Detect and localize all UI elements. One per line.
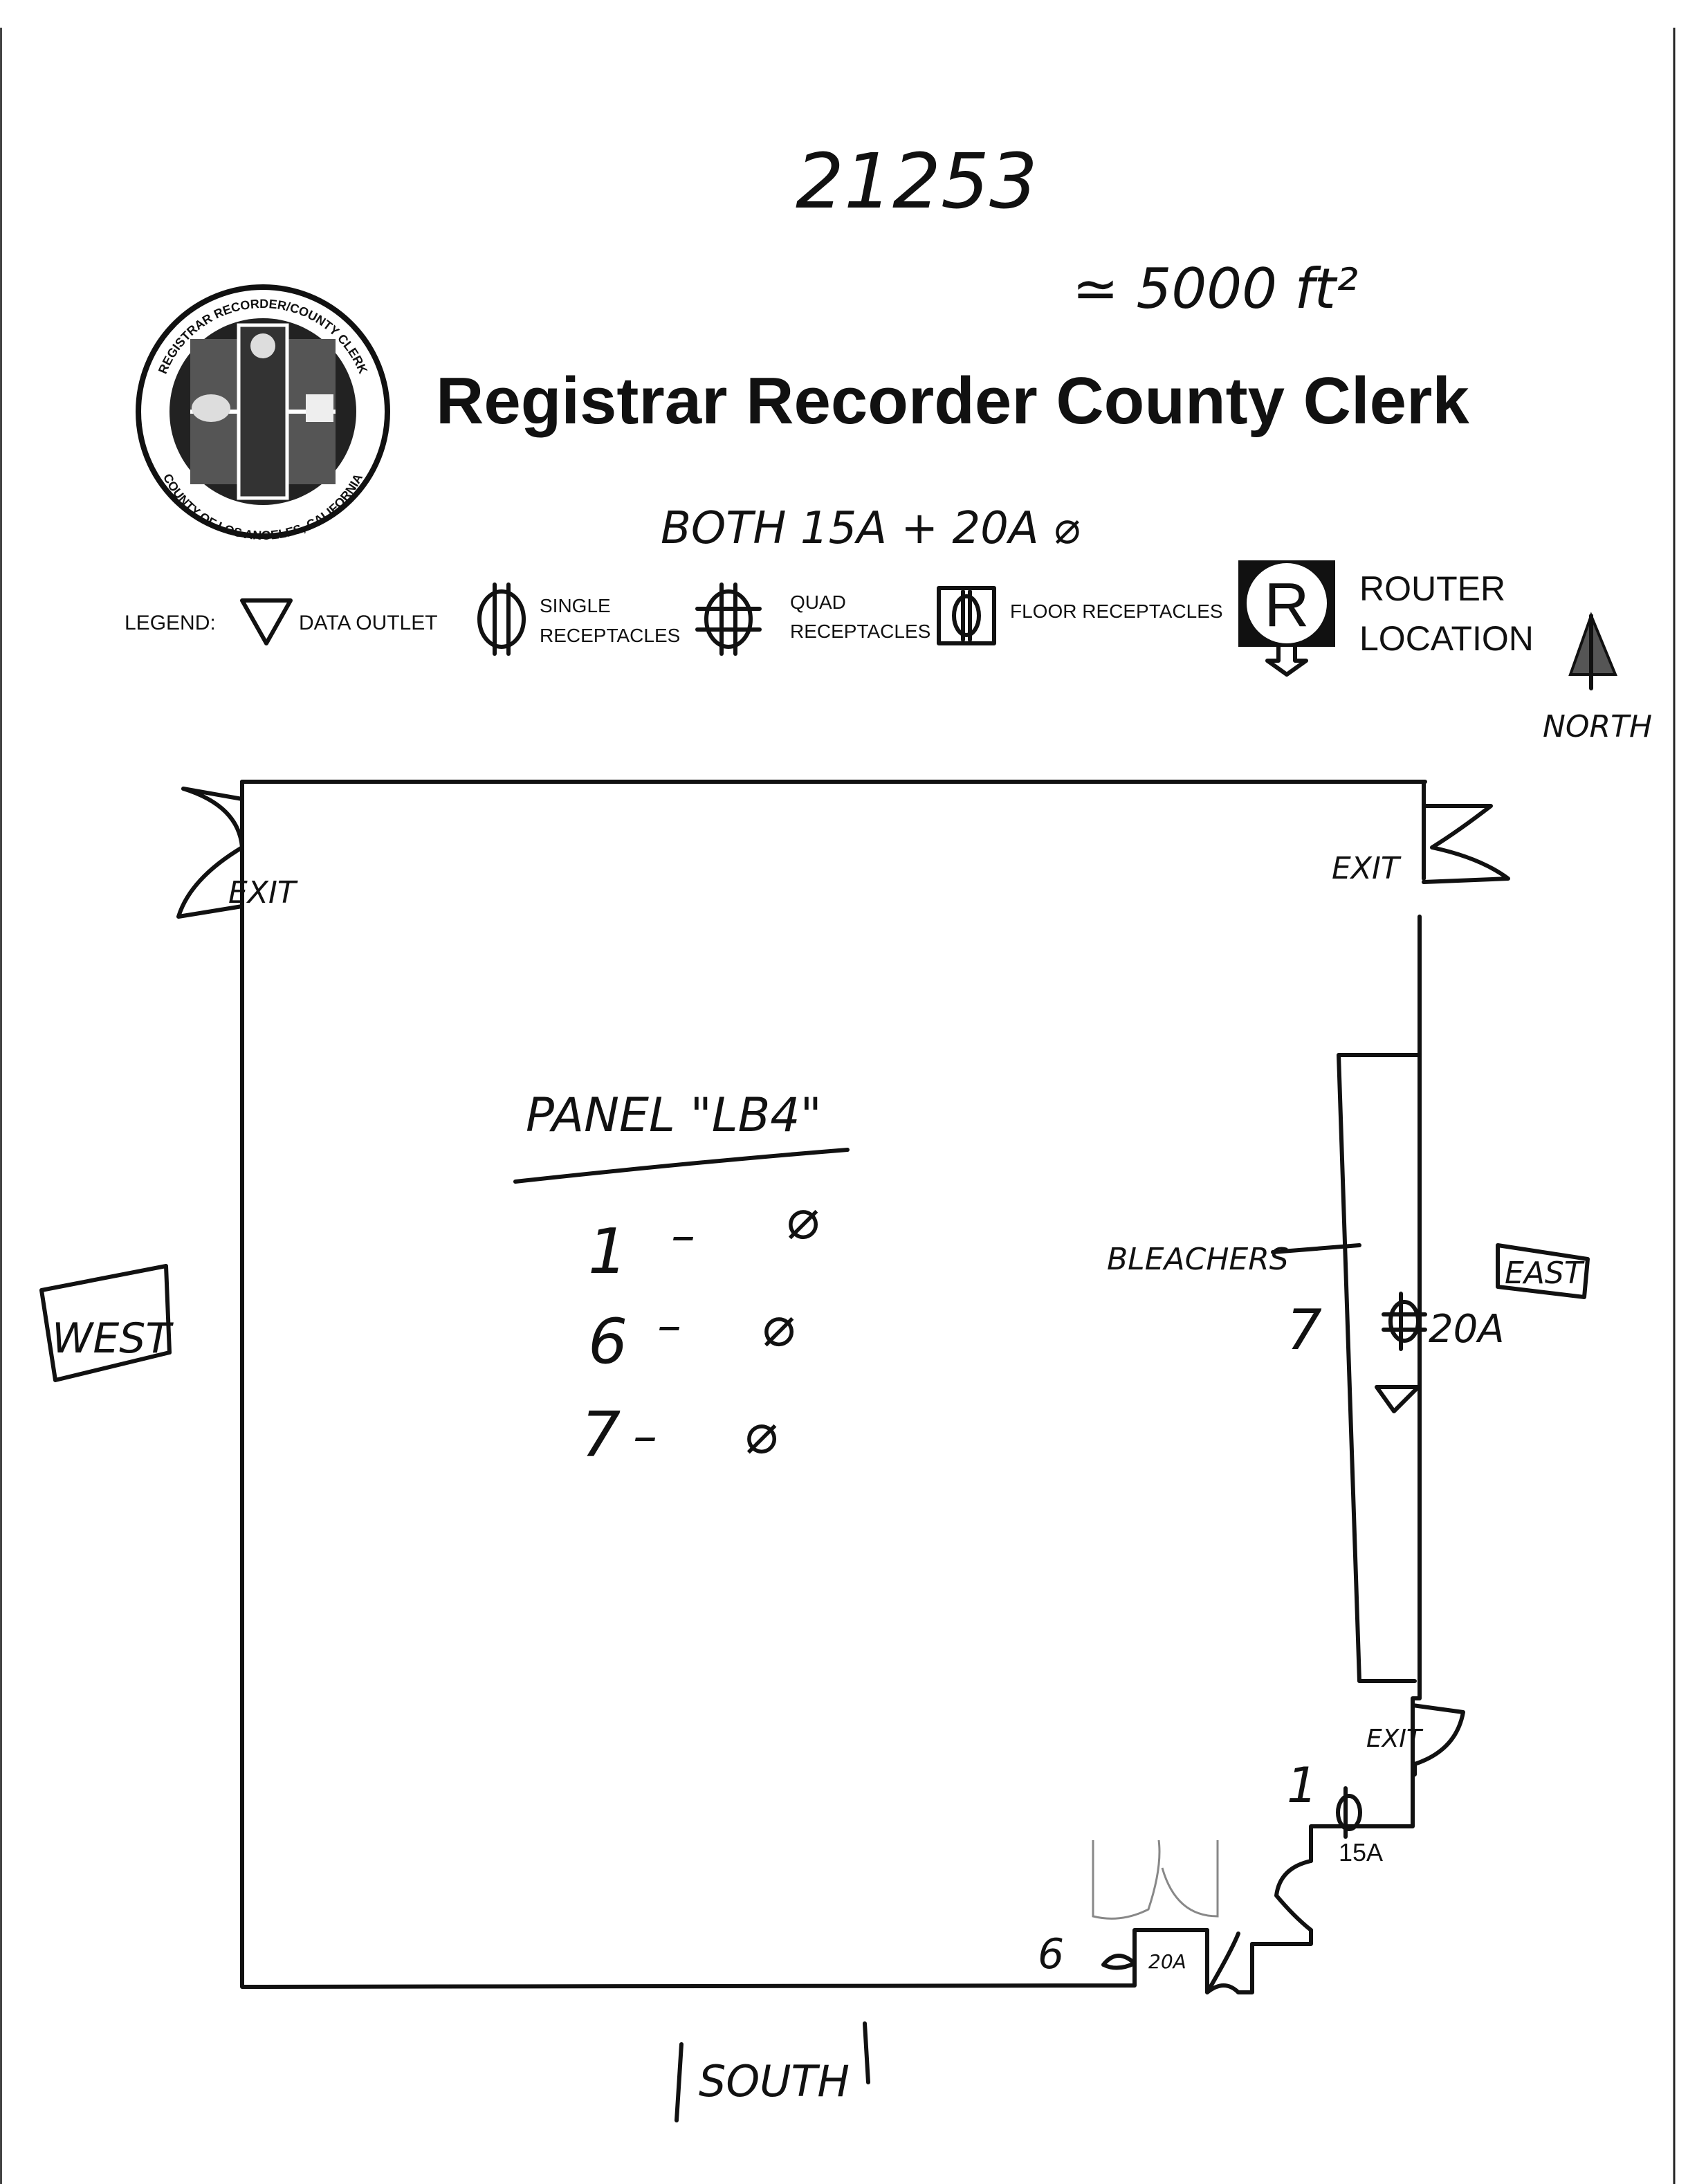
svg-text:6: 6: [1038, 1930, 1064, 1979]
svg-text:⌀: ⌀: [761, 1294, 794, 1359]
svg-text:7: 7: [581, 1399, 621, 1471]
room-walls: [240, 780, 1427, 1989]
svg-text:EAST: EAST: [1505, 1256, 1585, 1291]
bleachers-outline: [1337, 1053, 1422, 1683]
svg-text:7: 7: [1287, 1298, 1322, 1362]
exit-top-right: EXIT: [1332, 780, 1510, 886]
quad-receptacle-icon: [695, 582, 762, 656]
svg-text:⌀: ⌀: [744, 1402, 777, 1466]
exit-bottom-right: EXIT: [1366, 1703, 1465, 1777]
svg-text:LOCATION: LOCATION: [1359, 619, 1534, 658]
panel-underline: [513, 1148, 850, 1184]
svg-text:–: –: [671, 1207, 695, 1264]
panel-circuit-list: 1 – ⌀ 6 – ⌀ 7 – ⌀: [581, 1187, 818, 1471]
county-seal-logo: REGISTRAR RECORDER/COUNTY CLERK COUNTY O…: [136, 284, 390, 542]
svg-text:15A: 15A: [1339, 1838, 1383, 1866]
svg-text:RECEPTACLES: RECEPTACLES: [790, 621, 930, 642]
page-title: Registrar Recorder County Clerk: [436, 364, 1469, 438]
east-label: EAST: [1496, 1243, 1590, 1299]
single-receptacle-icon: [477, 582, 526, 656]
north-arrow-icon: [1568, 612, 1617, 690]
svg-text:EXIT: EXIT: [1366, 1725, 1424, 1753]
svg-text:6: 6: [588, 1305, 627, 1378]
svg-text:SOUTH: SOUTH: [699, 2056, 850, 2107]
svg-text:EXIT: EXIT: [228, 875, 298, 910]
svg-text:SINGLE: SINGLE: [540, 595, 611, 616]
west-label: WEST: [39, 1264, 174, 1382]
outlet-quad-20a: 7 20A: [1287, 1292, 1505, 1413]
svg-text:1: 1: [588, 1215, 627, 1288]
bleachers-label: BLEACHERS: [1107, 1242, 1289, 1277]
legend-data-outlet: DATA OUTLET: [299, 612, 438, 634]
svg-text:R: R: [1265, 571, 1310, 640]
door-swings: [1092, 1839, 1313, 1994]
svg-text:EXIT: EXIT: [1332, 851, 1402, 886]
amperage-note: BOTH 15A + 20A ⌀: [661, 503, 1079, 554]
svg-text:–: –: [657, 1297, 681, 1354]
outlet-single-15a: 1 15A: [1287, 1757, 1383, 1866]
outlet-single-20a-south: 6 20A: [1038, 1930, 1186, 1979]
north-label: NORTH: [1543, 709, 1652, 744]
svg-text:ROUTER: ROUTER: [1359, 569, 1505, 608]
legend: LEGEND: DATA OUTLET SINGLE RECEPTACLES Q…: [125, 560, 1652, 744]
data-outlet-icon: [1375, 1385, 1420, 1413]
router-icon: R: [1238, 560, 1335, 677]
svg-text:⌀: ⌀: [785, 1187, 818, 1251]
svg-text:RECEPTACLES: RECEPTACLES: [540, 625, 680, 646]
area-note: ≃ 5000 ft²: [1072, 257, 1358, 321]
panel-title: PANEL "LB4": [526, 1088, 822, 1143]
svg-text:WEST: WEST: [52, 1314, 174, 1363]
svg-text:–: –: [633, 1408, 657, 1465]
svg-text:FLOOR RECEPTACLES: FLOOR RECEPTACLES: [1010, 600, 1223, 622]
bleachers-leader: [1271, 1243, 1361, 1254]
legend-label: LEGEND:: [125, 612, 216, 634]
svg-text:20A: 20A: [1148, 1950, 1186, 1973]
south-label: SOUTH: [675, 2021, 870, 2122]
triangle-down-icon: [240, 598, 293, 645]
svg-text:20A: 20A: [1429, 1307, 1505, 1352]
job-number: 21253: [796, 137, 1038, 226]
floor-receptacle-icon: [937, 586, 996, 645]
svg-text:1: 1: [1287, 1757, 1318, 1814]
svg-text:QUAD: QUAD: [790, 591, 846, 613]
exit-top-left: EXIT: [176, 780, 298, 919]
